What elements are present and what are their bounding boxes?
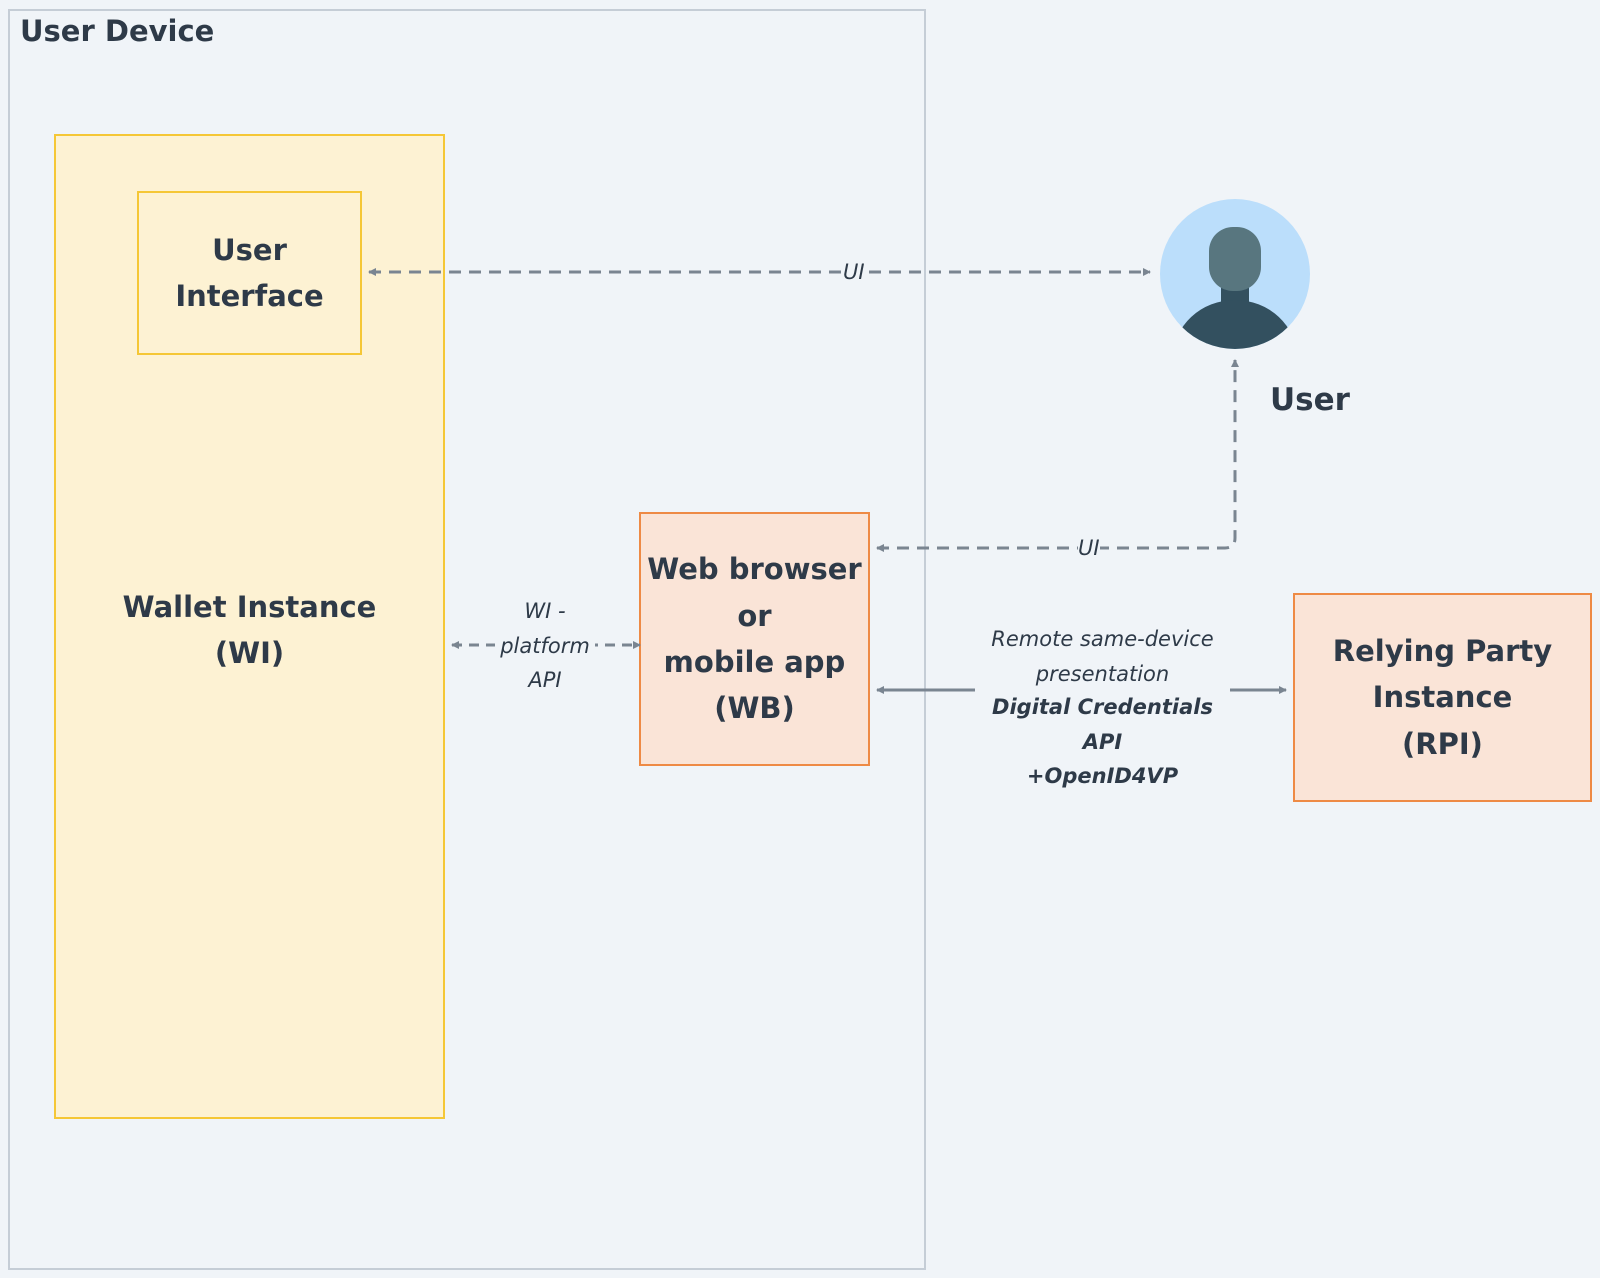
relying-party-label: Relying Party Instance (RPI) (1332, 633, 1553, 761)
web-browser-label: Web browser or mobile app (WB) (647, 552, 862, 726)
remote-presentation-label: Remote same-device presentation (975, 622, 1230, 692)
user-avatar-icon (1160, 199, 1310, 349)
user-device-title: User Device (20, 14, 215, 48)
wallet-instance-label: Wallet Instance (WI) (122, 590, 377, 671)
user-interface-label: User Interface (175, 232, 324, 313)
wi-platform-label: WI - platform API (495, 594, 595, 698)
ui-top-label: UI (843, 258, 865, 286)
relying-party-box: Relying Party Instance (RPI) (1293, 593, 1592, 802)
user-label: User (1270, 382, 1350, 418)
ui-bottom-connector (876, 359, 1239, 552)
user-device-container (8, 9, 926, 1270)
web-browser-box: Web browser or mobile app (WB) (639, 512, 870, 766)
digital-credentials-label: Digital Credentials API +OpenID4VP (975, 690, 1230, 794)
ui-bottom-label: UI (1078, 534, 1100, 562)
user-interface-box: User Interface (137, 191, 362, 355)
